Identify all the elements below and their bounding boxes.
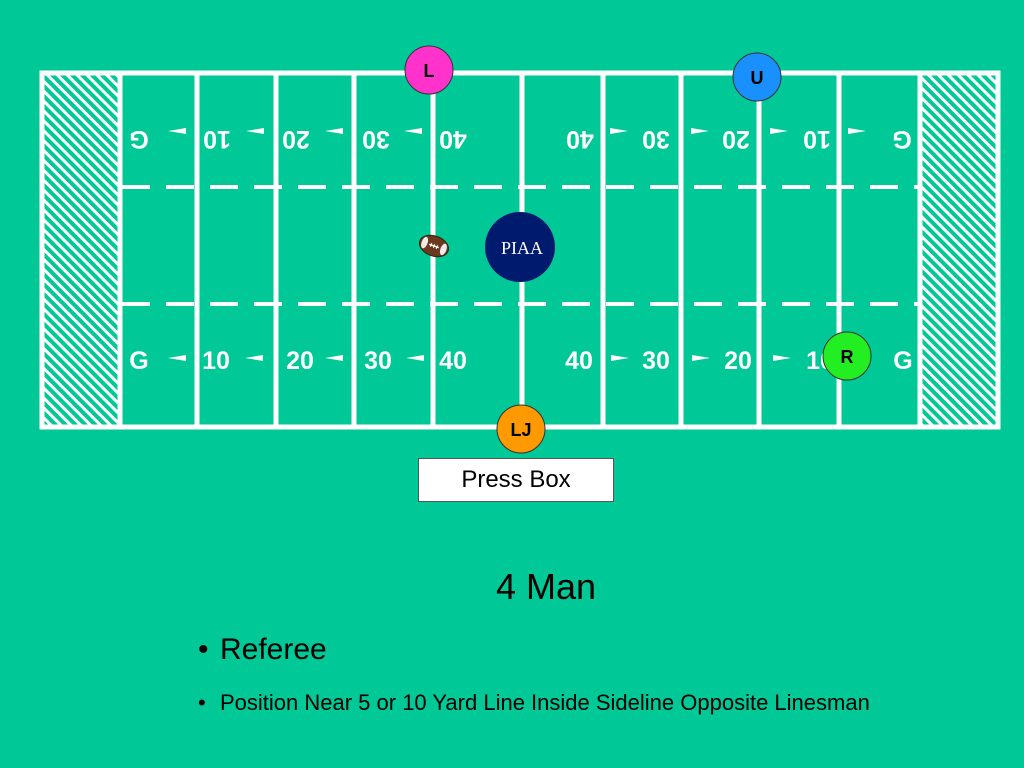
top-yard-number: 20 <box>722 125 750 153</box>
arrow-left-icon <box>325 355 343 361</box>
arrow-left-icon <box>245 355 263 361</box>
arrow-right-icon <box>848 128 866 134</box>
bullet-dot-icon: • <box>198 633 209 666</box>
top-yard-numbers: G 10 20 30 40 40 30 20 10 G <box>129 125 911 153</box>
official-umpire: U <box>732 52 782 102</box>
arrow-right-icon <box>691 128 709 134</box>
bottom-yard-number: 30 <box>642 347 670 375</box>
top-yard-number: 10 <box>803 125 831 153</box>
top-yard-number: 40 <box>439 125 467 153</box>
arrow-left-icon <box>246 128 264 134</box>
press-box: Press Box <box>418 458 614 502</box>
bullet-position: • Position Near 5 or 10 Yard Line Inside … <box>198 690 870 716</box>
top-direction-arrows <box>168 128 866 134</box>
top-yard-number: 30 <box>642 125 670 153</box>
bottom-yard-number: 20 <box>286 347 314 375</box>
arrow-left-icon <box>404 128 422 134</box>
bottom-yard-number: 10 <box>202 347 230 375</box>
arrow-right-icon <box>611 355 629 361</box>
top-yard-number: G <box>129 125 148 153</box>
top-yard-number: 30 <box>362 125 390 153</box>
bottom-yard-number: G <box>893 347 912 375</box>
bottom-direction-arrows <box>168 355 791 361</box>
top-yard-number: 40 <box>566 125 594 153</box>
official-referee: R <box>822 331 872 381</box>
top-yard-number: G <box>892 125 911 153</box>
arrow-left-icon <box>168 355 186 361</box>
left-end-zone <box>42 73 120 427</box>
bottom-yard-number: 40 <box>565 347 593 375</box>
right-end-zone <box>920 73 998 427</box>
bottom-yard-number: 20 <box>724 347 752 375</box>
top-yard-number: 20 <box>282 125 310 153</box>
press-box-label: Press Box <box>461 466 571 493</box>
bottom-yard-number: 30 <box>364 347 392 375</box>
official-line-judge: LJ <box>496 404 546 454</box>
bottom-yard-numbers: G 10 20 30 40 40 30 20 10 G <box>129 347 912 375</box>
arrow-right-icon <box>610 128 628 134</box>
bottom-yard-number: 40 <box>439 347 467 375</box>
slide-title: 4 Man <box>495 566 597 607</box>
arrow-left-icon <box>168 128 186 134</box>
arrow-left-icon <box>325 128 343 134</box>
bullet-text: Position Near 5 or 10 Yard Line Inside S… <box>220 690 870 715</box>
official-line-judge-label: LJ <box>510 420 531 440</box>
football-icon <box>418 234 450 258</box>
arrow-right-icon <box>773 355 791 361</box>
bottom-yard-number: G <box>129 347 148 375</box>
bullet-text: Referee <box>220 633 327 666</box>
arrow-right-icon <box>770 128 788 134</box>
official-linesman: L <box>404 45 454 95</box>
official-linesman-label: L <box>424 61 435 81</box>
football-field-diagram: G 10 20 30 40 40 30 20 10 G G 10 20 30 4… <box>39 45 1001 454</box>
official-referee-label: R <box>841 347 854 367</box>
bullet-referee: • Referee <box>198 633 327 667</box>
piaa-logo: PIAA <box>485 212 555 282</box>
bullet-dot-icon: • <box>198 690 206 715</box>
top-yard-number: 10 <box>203 125 231 153</box>
arrow-left-icon <box>406 355 424 361</box>
arrow-right-icon <box>692 355 710 361</box>
piaa-logo-text: PIAA <box>501 238 543 258</box>
official-umpire-label: U <box>751 68 764 88</box>
